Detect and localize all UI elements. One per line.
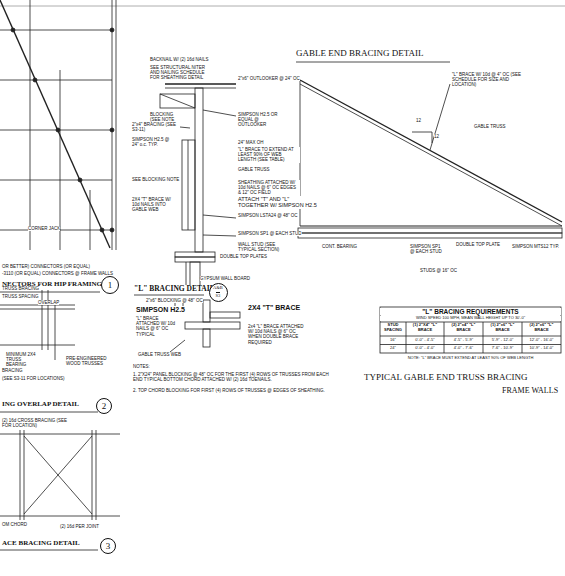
callout-circle: A&BS3: [209, 283, 228, 302]
label: STUDS @ 16" OC: [420, 268, 457, 273]
label: OR BETTER) CONNECTORS (OR EQUAL): [2, 264, 90, 269]
label: SIMPSON H2.5 OR EQUAL @ OUTLOOKER: [238, 112, 286, 128]
label: 2"x6" OUTLOOKER @ 24" OC: [238, 76, 300, 81]
callout-text: S3: [216, 292, 221, 299]
label: SIMPSON SP1 @ EACH STUD: [238, 231, 302, 236]
label: ING OVERLAP DETAIL: [2, 400, 79, 408]
label: 2"x6" BLOCKING @ 48" OC: [146, 298, 203, 303]
bracing-table-grid: [380, 307, 561, 353]
label: 24": [381, 346, 405, 351]
label: GABLE END BRACING DETAIL: [296, 48, 424, 58]
l-bracing-plan: [134, 295, 240, 352]
label: CONT. BEARING: [322, 244, 357, 249]
label: "L" BRACE W/ 10d @ 4" OC (SEE SCHEDULE F…: [452, 72, 522, 88]
label: (2) 16d PER JOINT: [60, 524, 99, 529]
label: WIND SPEED 100 MPH, MEAN WALL HEIGHT UP …: [380, 316, 561, 321]
label: SIMPSON MTS12 TYP.: [512, 244, 559, 249]
label: (SEE S3-11 FOR LOCATIONS): [2, 376, 65, 381]
label: 0'-0" - 4'-0": [407, 346, 443, 351]
label: SEE STRUCTURAL NITER AND NAILING SCHEDUL…: [150, 65, 210, 81]
label: GABLE TRUSS: [474, 124, 505, 129]
label: 10'-9" - 14'-0": [523, 346, 560, 351]
label: PRE-ENGINEERED WOOD TRUSSES: [66, 356, 110, 366]
label: 4'-5" - 5'-9": [445, 338, 482, 343]
label: OVERLAP: [38, 300, 59, 305]
hip-framing-plan: [0, 0, 116, 292]
label: DOUBLE TOP PLATE: [456, 242, 500, 247]
label: TYPICAL GABLE END TRUSS BRACING: [364, 372, 528, 382]
callout-text: A&B: [213, 286, 223, 291]
label: SEE BLOCKING NOTE: [132, 177, 179, 182]
truss-overlap-detail: [0, 290, 98, 412]
label: 24" MAX OH: [238, 140, 264, 145]
label: "L" BRACE ATTACHED W/ 10d NAILS @ 6" OC …: [136, 316, 182, 337]
label: "L" BRACING DETAIL: [134, 285, 215, 294]
callout-circle: 3: [100, 538, 116, 554]
label: WALL STUD (SEE TYPICAL SECTION): [238, 242, 282, 252]
label: 4'-0" - 7'-6": [445, 346, 482, 351]
label: 16": [381, 338, 405, 343]
label: (2) 2"x6" "L" BRACE: [523, 323, 560, 332]
label: SHEATHING ATTACHED W/ 10d NAILS @ 6" OC …: [238, 180, 300, 196]
label: (2) 2"x4" "L" BRACE: [445, 323, 482, 332]
label: BRACING: [2, 368, 23, 373]
label: "L" BRACING REQUIREMENTS: [380, 308, 561, 315]
label: CORNER JACK: [28, 226, 60, 231]
label: NOTES:: [133, 364, 150, 369]
callout-text: 3: [106, 542, 111, 551]
label: 0'-0" - 4'-5": [407, 338, 443, 343]
label: FRAME WALLS: [502, 386, 558, 395]
callout-text: 1: [108, 281, 113, 290]
label: 2X4 "T" BRACE: [248, 304, 300, 312]
label: DOUBLE TOP PLATES: [220, 254, 267, 259]
label: 7'-6" - 10'-9": [484, 346, 521, 351]
label: OM CHORD: [2, 522, 27, 527]
label: BACKNAIL W/ (2) 16d NAILS: [150, 57, 209, 62]
sheet-border: [0, 6, 565, 7]
callout-circle: 1: [101, 276, 119, 294]
callout-text: 2: [102, 402, 107, 411]
label: "L" BRACE TO EXTEND AT LEAST 90% OF WEB …: [238, 147, 300, 163]
label: NOTE: "L" BRACE MUST EXTEND AT LEAST 90%…: [380, 356, 561, 361]
label: ATTACH "T" AND "L" TOGETHER W/ SIMPSON H…: [238, 196, 318, 209]
label: SIMPSON LSTA24 @ 48" OC: [238, 213, 298, 218]
label: 2x4 "L" BRACE ATTACHED W/ 10d NAILS @ 6"…: [248, 324, 304, 345]
label: 1. 2"X24" PANEL BLOCKING @ 48" OC FOR TH…: [133, 372, 333, 382]
label: GYPSUM WALL BOARD: [200, 276, 250, 281]
label: GABLE TRUSS: [238, 167, 269, 172]
label: 12: [434, 134, 439, 139]
label: TRUSS BRACING: [2, 286, 39, 291]
label: 12: [416, 118, 421, 123]
label: 12'-0" - 16'-0": [523, 338, 560, 343]
label: (1) 2"X4" "L" BRACE: [407, 323, 443, 332]
label: 5'-9" - 12'-0": [484, 338, 521, 343]
gable-end-elevation: [296, 62, 562, 238]
label: (1) 2"x6" "L" BRACE: [484, 323, 521, 332]
label: ACE BRACING DETAIL: [2, 539, 80, 547]
label: GABLE TRUSS WEB: [138, 352, 181, 357]
label: (2) 16d CROSS BRACING (SEE FOR LOCATION): [2, 418, 72, 428]
label: TRUSS SPACING: [2, 294, 38, 299]
label: 2"x4" BRACING (SEE S3-11): [132, 122, 176, 132]
label: STUD SPACING: [381, 323, 405, 332]
label: SIMPSON H2.5: [136, 306, 185, 314]
label: SIMPSON H2.5 @ 24" o.c. TYP.: [132, 137, 176, 147]
label: SIMPSON SP1 @ EACH STUD: [410, 244, 446, 254]
cross-bracing-detail: [0, 430, 120, 550]
callout-circle: 2: [96, 398, 112, 414]
label: -3110 (OR EQUAL) CONNECTORS @ FRAME WALL…: [2, 271, 113, 276]
label: MINIMUM 2X4 TRUSS BEARING: [6, 352, 42, 368]
label: 2X4 "T" BRACE W/ 10d NAILS INTO GABLE WE…: [132, 197, 178, 213]
label: 2. TOP CHORD BLOCKING FOR FIRST (4) ROWS…: [133, 388, 333, 393]
